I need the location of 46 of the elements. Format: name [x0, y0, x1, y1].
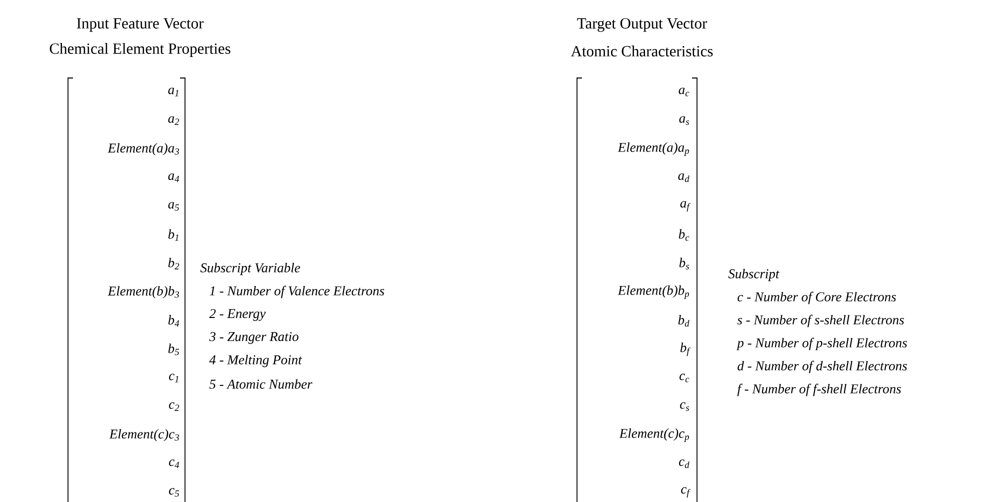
vector-entry: c$_{4}$ — [169, 460, 180, 468]
vector-entry: a$_{2}$ — [168, 116, 180, 125]
vector-title: Chemical Element Properties — [50, 42, 230, 58]
vector-entry: a$_{4}$ — [168, 174, 180, 182]
vector-entry: Element(a)a$_{3}$ — [108, 143, 179, 156]
vector-entry: b$_{d}$ — [678, 314, 690, 327]
legend-item: 5 - Atomic Number — [209, 379, 312, 389]
legend-item: s - Number of s-shell Electrons — [737, 314, 904, 328]
vector-entry: b$_{4}$ — [168, 315, 180, 327]
legend-item: d - Number of d-shell Electrons — [738, 360, 907, 374]
vector-entry: Element(b)b$_{3}$ — [108, 286, 179, 298]
vector-entry: c$_{f}$ — [681, 487, 690, 498]
vector-entry: c$_{2}$ — [169, 402, 180, 411]
vector-entry: b$_{1}$ — [168, 229, 178, 241]
vector-title: Atomic Characteristics — [570, 46, 713, 56]
legend-item: 4 - Melting Point — [209, 354, 302, 368]
vector-entry: b$_{5}$ — [168, 344, 180, 356]
vector-entry: c$_{c}$ — [680, 374, 690, 382]
legend-heading: Subscript Variable — [200, 262, 300, 276]
vector-entry: a$_{f}$ — [680, 201, 690, 212]
vector-entry: a$_{1}$ — [168, 88, 178, 96]
vector-entry: b$_{2}$ — [168, 258, 180, 270]
vector-entry: c$_{s}$ — [680, 402, 690, 411]
vector-entry: a$_{c}$ — [678, 88, 690, 96]
vector-entry: Element(b)b$_{p}$ — [618, 285, 690, 299]
vector-entry: c$_{d}$ — [679, 459, 690, 468]
legend-item: 3 - Zunger Ratio — [209, 332, 298, 344]
vector-entry: Element(c)c$_{p}$ — [619, 428, 690, 442]
vector-entry: b$_{s}$ — [679, 258, 690, 270]
vector-title: Input Feature Vector — [76, 18, 204, 32]
vector-entry: a$_{s}$ — [679, 116, 690, 125]
vector-entry: c$_{5}$ — [169, 488, 180, 497]
legend-item: p - Number of p-shell Electrons — [736, 338, 907, 350]
legend-item: 1 - Number of Valence Electrons — [210, 286, 384, 298]
vector-entry: Element(c)c$_{3}$ — [109, 429, 179, 442]
vector-entry: c$_{1}$ — [169, 374, 178, 382]
vector-entry: b$_{f}$ — [680, 342, 690, 356]
legend-item: c - Number of Core Electrons — [738, 292, 896, 304]
vector-title: Target Output Vector — [577, 18, 708, 32]
legend-item: 2 - Energy — [209, 309, 266, 321]
legend-heading: Subscript — [728, 268, 780, 282]
vector-entry: b$_{c}$ — [678, 229, 690, 241]
vector-entry: a$_{5}$ — [168, 202, 180, 211]
vector-entry: Element(a)a$_{p}$ — [618, 142, 690, 156]
vector-entry: a$_{d}$ — [678, 174, 690, 182]
legend-item: f - Number of f-shell Electrons — [737, 384, 901, 396]
